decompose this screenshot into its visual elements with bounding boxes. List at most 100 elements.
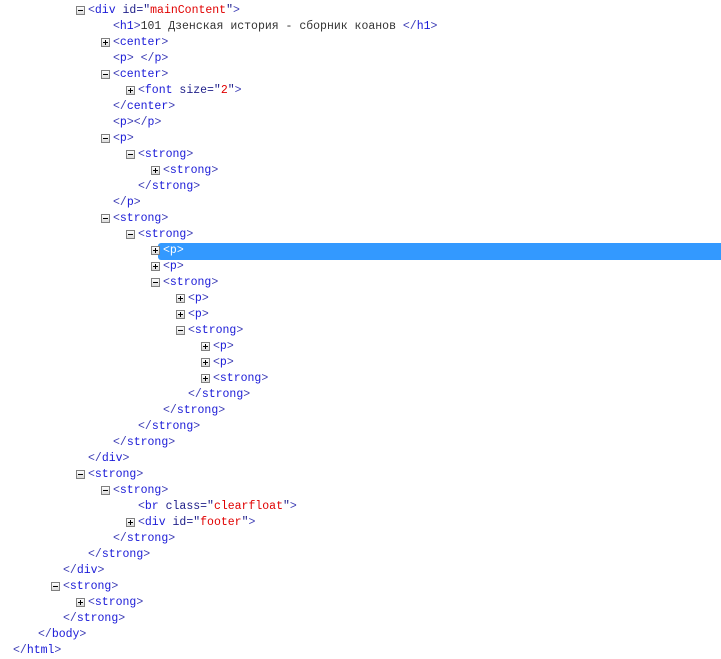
tag-name: strong <box>151 420 194 433</box>
expand-toggle-icon[interactable] <box>126 86 135 95</box>
collapse-toggle-icon[interactable] <box>101 70 110 79</box>
node-markup: <strong> <box>88 595 143 611</box>
node-markup: <p> <box>113 131 134 147</box>
tree-node[interactable]: <font size="2"> <box>0 83 721 99</box>
tree-node[interactable]: <h1>101 Дзенская история - сборник коано… <box>0 19 721 35</box>
tag-name: p <box>126 196 134 209</box>
tag-name: strong <box>194 324 237 337</box>
tree-node[interactable]: </div> <box>0 563 721 579</box>
bracket: > <box>218 404 226 417</box>
tree-node[interactable]: <strong> <box>0 323 721 339</box>
expand-toggle-icon[interactable] <box>101 38 110 47</box>
node-markup: <h1>101 Дзенская история - сборник коано… <box>113 19 437 35</box>
expand-toggle-icon[interactable] <box>151 166 160 175</box>
tree-node[interactable]: <strong> <box>0 483 721 499</box>
tree-node[interactable]: <p> <box>0 339 721 355</box>
tree-node-selected[interactable]: <p> <box>0 243 721 260</box>
collapse-toggle-icon[interactable] <box>126 150 135 159</box>
expand-toggle-icon[interactable] <box>201 358 210 367</box>
tree-node[interactable]: <center> <box>0 35 721 51</box>
tree-node[interactable]: <p> <box>0 307 721 323</box>
tree-node[interactable]: <strong> <box>0 595 721 611</box>
bracket: < <box>163 260 170 273</box>
tree-node[interactable]: <p></p> <box>0 115 721 131</box>
tree-node[interactable]: </strong> <box>0 387 721 403</box>
tree-node[interactable]: </center> <box>0 99 721 115</box>
bracket: > <box>211 164 219 177</box>
tree-node[interactable]: <p> <box>0 291 721 307</box>
tree-node[interactable]: </strong> <box>0 611 721 627</box>
collapse-toggle-icon[interactable] <box>126 230 135 239</box>
expand-toggle-icon[interactable] <box>176 310 185 319</box>
expand-toggle-icon[interactable] <box>126 518 135 527</box>
tag-name: p <box>119 52 127 65</box>
tree-node[interactable]: <center> <box>0 67 721 83</box>
bracket: </ <box>88 452 102 465</box>
bracket: > <box>79 628 87 641</box>
tag-name: strong <box>176 404 219 417</box>
node-markup: <center> <box>113 35 168 51</box>
tree-node[interactable]: <p> <box>0 355 721 371</box>
tree-node[interactable]: <p> <box>0 259 721 275</box>
node-markup: <strong> <box>113 483 168 499</box>
attr-value: footer <box>200 516 242 529</box>
collapse-toggle-icon[interactable] <box>101 486 110 495</box>
bracket: > <box>161 484 169 497</box>
collapse-toggle-icon[interactable] <box>51 582 60 591</box>
tag-name: strong <box>144 228 187 241</box>
node-markup: </strong> <box>138 179 200 195</box>
collapse-toggle-icon[interactable] <box>176 326 185 335</box>
tree-node[interactable]: </html> <box>0 643 721 659</box>
tree-node[interactable]: <strong> <box>0 163 721 179</box>
tree-node[interactable]: </strong> <box>0 547 721 563</box>
tag-name: strong <box>151 180 194 193</box>
tag-name: strong <box>69 580 112 593</box>
bracket: > <box>261 372 269 385</box>
tree-node[interactable]: </body> <box>0 627 721 643</box>
bracket: </ <box>13 644 27 657</box>
collapse-toggle-icon[interactable] <box>101 134 110 143</box>
node-markup: <center> <box>113 67 168 83</box>
tree-node[interactable]: <strong> <box>0 275 721 291</box>
tree-node[interactable]: <strong> <box>0 371 721 387</box>
bracket: > <box>176 260 184 273</box>
tree-node[interactable]: <div id="mainContent"> <box>0 3 721 19</box>
bracket: </ <box>113 532 127 545</box>
expand-toggle-icon[interactable] <box>151 262 160 271</box>
tree-node[interactable]: </strong> <box>0 435 721 451</box>
collapse-toggle-icon[interactable] <box>76 6 85 15</box>
tree-node[interactable]: <strong> <box>0 467 721 483</box>
tag-name: font <box>144 84 173 97</box>
tree-node[interactable]: <strong> <box>0 147 721 163</box>
collapse-toggle-icon[interactable] <box>101 214 110 223</box>
collapse-toggle-icon[interactable] <box>76 470 85 479</box>
tag-name: strong <box>94 596 137 609</box>
tree-node[interactable]: </strong> <box>0 403 721 419</box>
tree-node[interactable]: </strong> <box>0 531 721 547</box>
bracket: </ <box>133 116 148 129</box>
bracket: > <box>136 596 144 609</box>
expand-toggle-icon[interactable] <box>151 246 160 255</box>
tree-node[interactable]: </strong> <box>0 179 721 195</box>
bracket: > <box>226 340 234 353</box>
tree-node[interactable]: <strong> <box>0 579 721 595</box>
space <box>159 500 166 513</box>
collapse-toggle-icon[interactable] <box>151 278 160 287</box>
node-text <box>134 52 141 65</box>
tree-node[interactable]: </p> <box>0 195 721 211</box>
expand-toggle-icon[interactable] <box>201 342 210 351</box>
expand-toggle-icon[interactable] <box>176 294 185 303</box>
tree-node[interactable]: <p> <box>0 131 721 147</box>
bracket: > <box>97 564 105 577</box>
tree-node[interactable]: <strong> <box>0 227 721 243</box>
tree-node[interactable]: <br class="clearfloat"> <box>0 499 721 515</box>
tree-node[interactable]: <p> </p> <box>0 51 721 67</box>
tree-node[interactable]: <strong> <box>0 211 721 227</box>
expand-toggle-icon[interactable] <box>76 598 85 607</box>
bracket: < <box>63 580 70 593</box>
tree-node[interactable]: <div id="footer"> <box>0 515 721 531</box>
expand-toggle-icon[interactable] <box>201 374 210 383</box>
tree-node[interactable]: </div> <box>0 451 721 467</box>
tree-node[interactable]: </strong> <box>0 419 721 435</box>
